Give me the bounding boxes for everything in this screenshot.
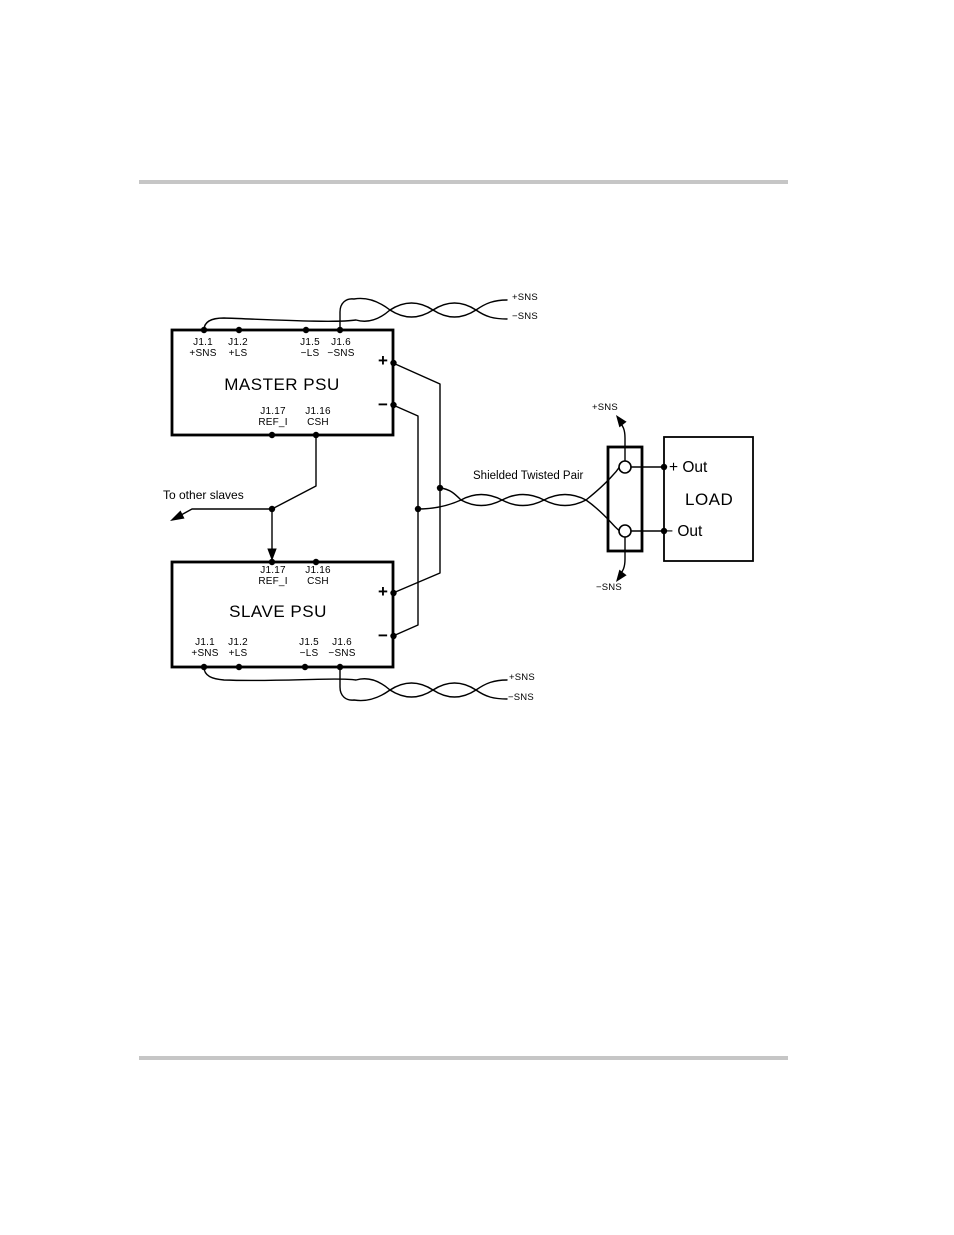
terminal-dot <box>312 558 320 566</box>
plus-sense-tap-wire <box>619 421 626 462</box>
load-outline <box>663 436 754 562</box>
slave-output-minus-symbol: − <box>378 626 388 645</box>
terminal-dot <box>390 589 397 597</box>
pin-signal: +SNS <box>191 647 219 659</box>
terminal-screw-minus <box>618 524 632 538</box>
slave-psu-title: SLAVE PSU <box>229 602 327 621</box>
pin-number: J1.6 <box>331 337 351 348</box>
slave-psu-outline <box>170 560 395 669</box>
terminal-dot <box>235 326 243 334</box>
pin-signal: +LS <box>228 347 248 359</box>
slave-pin-j1-1: J1.1 +SNS <box>191 637 219 659</box>
load-minus-out-label: − Out <box>664 523 703 540</box>
terminal-dot <box>390 632 397 640</box>
slave-pair-minus-sns-label: −SNS <box>508 692 534 703</box>
master-psu-outline <box>170 328 395 437</box>
terminal-dot <box>302 326 310 334</box>
master-pin-j1-6: J1.6 −SNS <box>327 337 355 359</box>
pin-number: J1.5 <box>299 637 319 648</box>
master-psu-title: MASTER PSU <box>224 375 340 394</box>
pin-signal: CSH <box>307 575 329 587</box>
current-share-wire <box>271 435 317 510</box>
load-plus-out-label: + Out <box>669 459 708 476</box>
terminal-dot <box>390 359 397 367</box>
master-pair-minus-sns-label: −SNS <box>512 311 538 322</box>
master-pin-j1-16: J1.16 CSH <box>305 406 331 428</box>
pin-signal: −LS <box>299 647 319 659</box>
pin-signal: −SNS <box>327 347 355 359</box>
master-pair-plus-sns-label: +SNS <box>512 292 538 303</box>
pin-number: J1.5 <box>300 337 320 348</box>
terminal-dot <box>200 663 208 671</box>
load-plus-sns-label: +SNS <box>592 402 618 413</box>
pin-signal: REF_I <box>258 416 288 428</box>
pin-number: J1.16 <box>305 565 331 576</box>
pin-number: J1.17 <box>260 565 286 576</box>
junction-dot <box>268 505 276 513</box>
junction-dot <box>414 505 422 513</box>
master-pin-j1-1: J1.1 +SNS <box>189 337 217 359</box>
junction-dot <box>660 527 668 535</box>
footer-rule <box>139 1056 788 1060</box>
master-pin-j1-17: J1.17 REF_I <box>258 406 288 428</box>
junction-dot <box>660 463 668 471</box>
minus-sense-tap-wire <box>619 536 626 576</box>
terminal-dot <box>235 663 243 671</box>
ref-arrowhead <box>267 548 277 561</box>
minus-sense-arrowhead <box>616 569 627 582</box>
terminal-dot <box>268 558 276 566</box>
pin-signal: −SNS <box>328 647 356 659</box>
terminal-dot <box>390 401 397 409</box>
pin-signal: REF_I <box>258 575 288 587</box>
slave-sense-pair-minus-wire <box>339 666 508 702</box>
load-minus-sns-label: −SNS <box>596 582 622 593</box>
master-output-minus-symbol: − <box>378 395 388 414</box>
shielded-pair-minus-wire <box>417 493 620 532</box>
terminal-dot <box>336 663 344 671</box>
slave-pin-j1-5: J1.5 −LS <box>299 637 319 659</box>
terminal-screw-plus <box>618 460 632 474</box>
master-sense-pair-plus-wire <box>203 299 508 331</box>
slave-pair-plus-sns-label: +SNS <box>509 672 535 683</box>
pin-signal: +LS <box>228 647 248 659</box>
minus-bus-wire <box>392 404 419 637</box>
terminal-dot <box>268 431 276 439</box>
terminal-dots <box>200 326 668 671</box>
junction-dot <box>436 484 444 492</box>
terminal-dot <box>336 326 344 334</box>
pin-number: J1.16 <box>305 406 331 417</box>
terminal-dot <box>301 663 309 671</box>
slave-pin-j1-6: J1.6 −SNS <box>328 637 356 659</box>
pin-number: J1.2 <box>228 637 248 648</box>
pin-number: J1.1 <box>193 337 213 348</box>
master-pin-j1-5: J1.5 −LS <box>300 337 320 359</box>
master-sense-pair-minus-wire <box>339 297 508 331</box>
pin-number: J1.1 <box>195 637 215 648</box>
plus-bus-wire <box>392 362 441 594</box>
to-other-slaves-wire <box>181 508 273 516</box>
to-other-slaves-arrowhead <box>170 510 185 521</box>
terminal-dot <box>200 326 208 334</box>
slave-pin-j1-2: J1.2 +LS <box>228 637 248 659</box>
pin-number: J1.6 <box>332 637 352 648</box>
plus-sense-arrowhead <box>616 415 627 428</box>
pin-signal: +SNS <box>189 347 217 359</box>
pin-number: J1.2 <box>228 337 248 348</box>
pin-number: J1.17 <box>260 406 286 417</box>
slave-pin-j1-16: J1.16 CSH <box>305 565 331 587</box>
master-output-plus-symbol: + <box>378 351 388 370</box>
load-title: LOAD <box>685 490 734 509</box>
header-rule <box>139 180 788 184</box>
to-other-slaves-label: To other slaves <box>163 488 244 502</box>
master-pin-j1-2: J1.2 +LS <box>228 337 248 359</box>
slave-pin-j1-17: J1.17 REF_I <box>258 565 288 587</box>
slave-sense-pair-plus-wire <box>203 666 508 698</box>
shielded-twisted-pair-label: Shielded Twisted Pair <box>473 470 584 482</box>
terminal-dot <box>312 431 320 439</box>
slave-output-plus-symbol: + <box>378 582 388 601</box>
pin-signal: −LS <box>300 347 320 359</box>
pin-signal: CSH <box>307 416 329 428</box>
